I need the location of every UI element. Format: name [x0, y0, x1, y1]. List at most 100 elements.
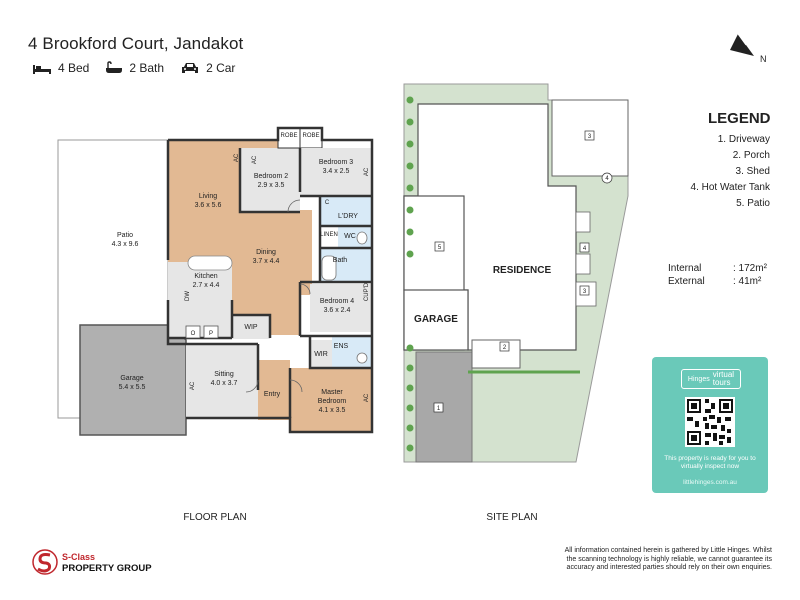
legend-item-5: 5. Patio: [736, 198, 770, 209]
garage-site-label: GARAGE: [414, 314, 458, 325]
c-label: C: [325, 200, 330, 206]
floor-plan: Patio 4.3 x 9.6 Garage 5.4 x 5.5 Living …: [57, 126, 374, 523]
patio-dims: 4.3 x 9.6: [112, 241, 139, 248]
dw-label: DW: [185, 291, 191, 301]
cars-spec: 2 Car: [180, 61, 235, 75]
o-label: O: [191, 331, 196, 337]
p-label: P: [209, 331, 213, 337]
residence-label: RESIDENCE: [493, 265, 552, 276]
laundry-room: [320, 196, 372, 226]
wir-room: [310, 340, 332, 368]
virtual-word: virtual: [712, 370, 735, 379]
kitchen-island: [187, 255, 233, 271]
kitchen-dims: 2.7 x 4.4: [193, 282, 220, 289]
marker-3: 3: [588, 134, 592, 140]
legend-item-3: 3. Shed: [735, 166, 770, 177]
bath-label: Bath: [333, 257, 348, 264]
bedroom-3-dims: 3.4 x 2.5: [323, 168, 350, 175]
living-dims: 3.6 x 5.6: [195, 202, 222, 209]
brand-name: S-Class: [62, 552, 96, 562]
bedroom-4-dims: 3.6 x 2.4: [324, 307, 351, 314]
patio-name: Patio: [117, 232, 133, 239]
side-unit-1: [575, 211, 591, 233]
north-label: N: [760, 54, 767, 64]
internal-area-label: Internal: [668, 263, 702, 274]
qr-code-icon[interactable]: [685, 397, 735, 447]
ac-label-1: AC: [234, 153, 240, 162]
cars-label: 2 Car: [206, 61, 236, 75]
sitting-dims: 4.0 x 3.7: [211, 380, 238, 387]
driveway: [415, 351, 473, 463]
walls: [166, 126, 374, 434]
bedroom-3-room: [300, 148, 372, 196]
baths-spec: 2 Bath: [105, 61, 164, 75]
ac-label-3: AC: [364, 167, 370, 176]
door-swings: [245, 199, 311, 393]
living-name: Living: [199, 193, 217, 200]
bedroom-4-name: Bedroom 4: [320, 298, 354, 305]
marker-circle-4: [601, 172, 613, 184]
s-class-logo-icon: [32, 549, 58, 575]
marker-box-1: [433, 402, 444, 413]
bedroom-2-room: [240, 148, 300, 212]
ensuite-room: [332, 336, 372, 368]
legend-item-2: 2. Porch: [732, 150, 770, 161]
disclaimer-text: All information contained herein is gath…: [564, 547, 772, 571]
master-dims: 4.1 x 3.5: [319, 407, 346, 414]
bathtub-fixture: [321, 255, 337, 281]
room-labels: Patio 4.3 x 9.6 Garage 5.4 x 5.5 Living …: [112, 133, 370, 414]
marker-box-3b: [579, 285, 590, 296]
sitting-room: [186, 344, 258, 418]
area-summary: Internal : 172m² External : 41m²: [668, 262, 767, 288]
trees: [406, 96, 414, 452]
hinges-brand: Hinges: [687, 375, 710, 383]
site-plan: 1 2 3 4 4 3 5 RESIDENCE GARAGE SITE PLAN: [403, 83, 629, 523]
toilet-fixture: [356, 231, 368, 245]
marker-2: 2: [503, 345, 507, 351]
linen-label: LINEN: [320, 232, 338, 238]
legend-title: LEGEND: [708, 110, 771, 127]
beds-label: 4 Bed: [58, 61, 90, 75]
garage-footprint: [403, 289, 469, 351]
north-arrow-icon: N: [730, 33, 767, 64]
bedroom-2-dims: 2.9 x 3.5: [258, 182, 285, 189]
tour-url-link[interactable]: littlehinges.com.au: [683, 479, 737, 486]
bedroom-2-name: Bedroom 2: [254, 173, 288, 180]
bedroom-4-room: [310, 284, 372, 332]
marker-box-3: [584, 130, 595, 141]
property-address-title: 4 Brookford Court, Jandakot: [28, 34, 244, 53]
bath-icon: [106, 61, 123, 73]
master-name: Master: [321, 389, 343, 396]
kitchen-floor: [168, 262, 232, 338]
kitchen-name: Kitchen: [194, 273, 217, 280]
bed-icon: [33, 65, 51, 74]
master-bedroom-room: [290, 368, 372, 432]
side-unit-2: [575, 253, 591, 275]
wip-room: [232, 315, 270, 339]
ac-label-2: AC: [252, 155, 258, 164]
master-name-2: Bedroom: [318, 398, 347, 405]
garage-name: Garage: [120, 375, 143, 382]
marker-5: 5: [438, 245, 442, 251]
car-icon: [182, 62, 199, 73]
site-markers: 1 2 3 4 4 3 5: [433, 130, 613, 413]
marker-1: 1: [437, 406, 441, 412]
entry-label: Entry: [264, 391, 281, 398]
garage-dims: 5.4 x 5.5: [119, 384, 146, 391]
entry-area: [258, 360, 290, 420]
ens-label: ENS: [334, 343, 349, 350]
cupboard-label: CUP'D: [364, 282, 370, 301]
wip-label: WIP: [244, 324, 258, 331]
robe-2-label: ROBE: [302, 133, 319, 139]
internal-area-value: : 172m²: [733, 263, 767, 274]
ac-label-5: AC: [364, 393, 370, 402]
floor-plan-caption: FLOOR PLAN: [183, 512, 246, 523]
legend-item-4: 4. Hot Water Tank: [690, 182, 770, 193]
tour-message: This property is ready for you to virtua…: [664, 455, 756, 470]
site-plan-caption: SITE PLAN: [486, 512, 537, 523]
external-area-label: External: [668, 276, 705, 287]
pantry-fixture: [203, 325, 219, 339]
